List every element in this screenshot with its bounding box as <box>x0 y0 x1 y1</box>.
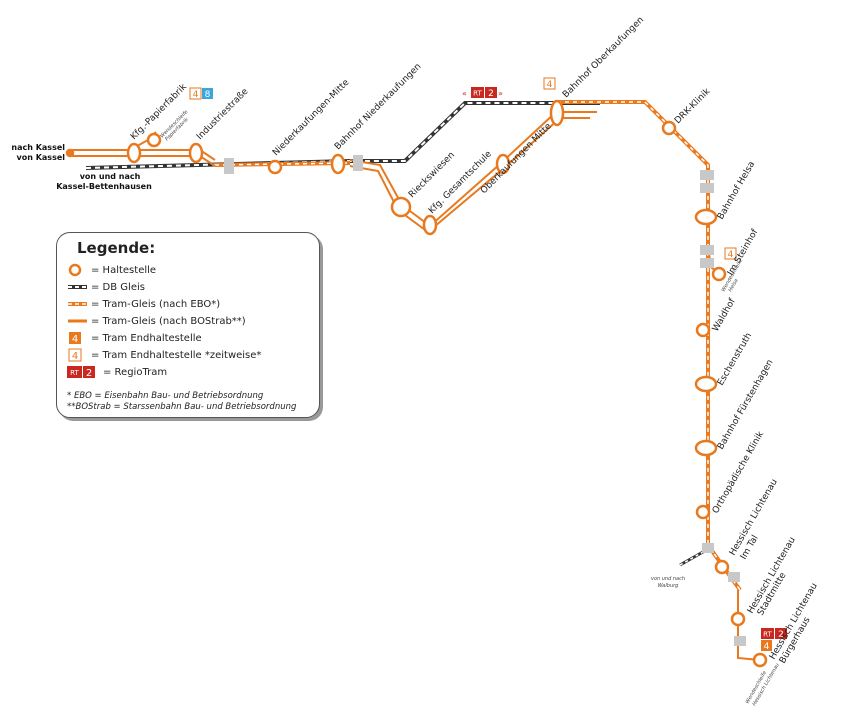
temp-end-stop-icon: 4 <box>67 348 89 362</box>
svg-text:4: 4 <box>72 351 78 362</box>
svg-text:4: 4 <box>193 90 199 100</box>
legend-item-end-tmp: 4 = Tram Endhaltestelle *zeitweise* <box>67 348 261 362</box>
svg-text:«: « <box>462 89 467 98</box>
legend-item-end: 4 = Tram Endhaltestelle <box>67 331 202 345</box>
ebo-track-icon <box>67 297 89 311</box>
legend-note-bostrab: **BOStrab = Starssenbahn Bau- und Betrie… <box>67 402 297 412</box>
svg-text:8: 8 <box>205 90 211 100</box>
label-walburg-2: Walburg <box>658 583 679 589</box>
label-bf-niederk: Bahnhof Niederkaufungen <box>333 62 423 152</box>
label-eschenstruth: Eschenstruth <box>716 331 754 387</box>
badge-regiotram-top: « RT 2 » <box>462 87 503 99</box>
end-stop-icon: 4 <box>67 331 89 345</box>
svg-text:2: 2 <box>778 630 784 640</box>
regiotram-icon: RT 2 <box>67 365 101 379</box>
legend-item-ebo: = Tram-Gleis (nach EBO*) <box>67 297 220 311</box>
label-von-kassel: von Kassel <box>17 153 66 162</box>
label-nach-kassel: nach Kassel <box>11 143 65 152</box>
badge-papierfabrik-4: 4 <box>189 87 202 100</box>
svg-text:4: 4 <box>764 642 770 652</box>
stop-icon <box>67 263 89 277</box>
svg-text:RT: RT <box>473 90 482 98</box>
svg-text:4: 4 <box>728 250 734 260</box>
svg-text:4: 4 <box>72 334 78 345</box>
legend-item-bostrab: = Tram-Gleis (nach BOStrab**) <box>67 314 246 328</box>
svg-text:2: 2 <box>86 368 92 379</box>
badge-buergerhaus: RT 2 4 <box>761 628 787 652</box>
label-db-1: von und nach <box>80 172 141 181</box>
legend: Legende: = Haltestelle = DB Gleis = Tram… <box>56 232 320 418</box>
bostrab-track-icon <box>67 314 89 328</box>
label-waldhof: Waldhof <box>711 296 738 333</box>
platform-markers <box>224 155 746 646</box>
label-papierfabrik: Kfg.-Papierfabrik <box>129 82 189 142</box>
badge-papierfabrik-8: 8 <box>202 88 213 100</box>
svg-text:RT: RT <box>70 369 79 377</box>
label-gesamtschule: Kfg. Gesamtschule <box>427 149 494 216</box>
badge-steinhof-4: 4 <box>724 247 737 260</box>
label-drk: DRK-Klinik <box>673 86 713 126</box>
label-walburg-1: von und nach <box>651 576 685 582</box>
svg-text:»: » <box>498 89 503 98</box>
legend-note-ebo: * EBO = Eisenbahn Bau- und Betriebsordnu… <box>67 391 264 401</box>
legend-title: Legende: <box>77 239 156 257</box>
db-track-icon <box>67 280 89 294</box>
svg-text:4: 4 <box>547 80 553 90</box>
legend-item-stop: = Haltestelle <box>67 263 156 277</box>
badge-oberkaufungen-4: 4 <box>543 77 556 90</box>
label-helsa: Bahnhof Helsa <box>716 160 757 222</box>
label-bf-oberk: Bahnhof Oberkaufungen <box>561 15 646 100</box>
label-db-2: Kassel-Bettenhausen <box>56 182 152 191</box>
stations <box>65 99 768 668</box>
legend-item-db: = DB Gleis <box>67 280 145 294</box>
svg-text:2: 2 <box>488 89 494 99</box>
svg-text:RT: RT <box>763 631 772 639</box>
